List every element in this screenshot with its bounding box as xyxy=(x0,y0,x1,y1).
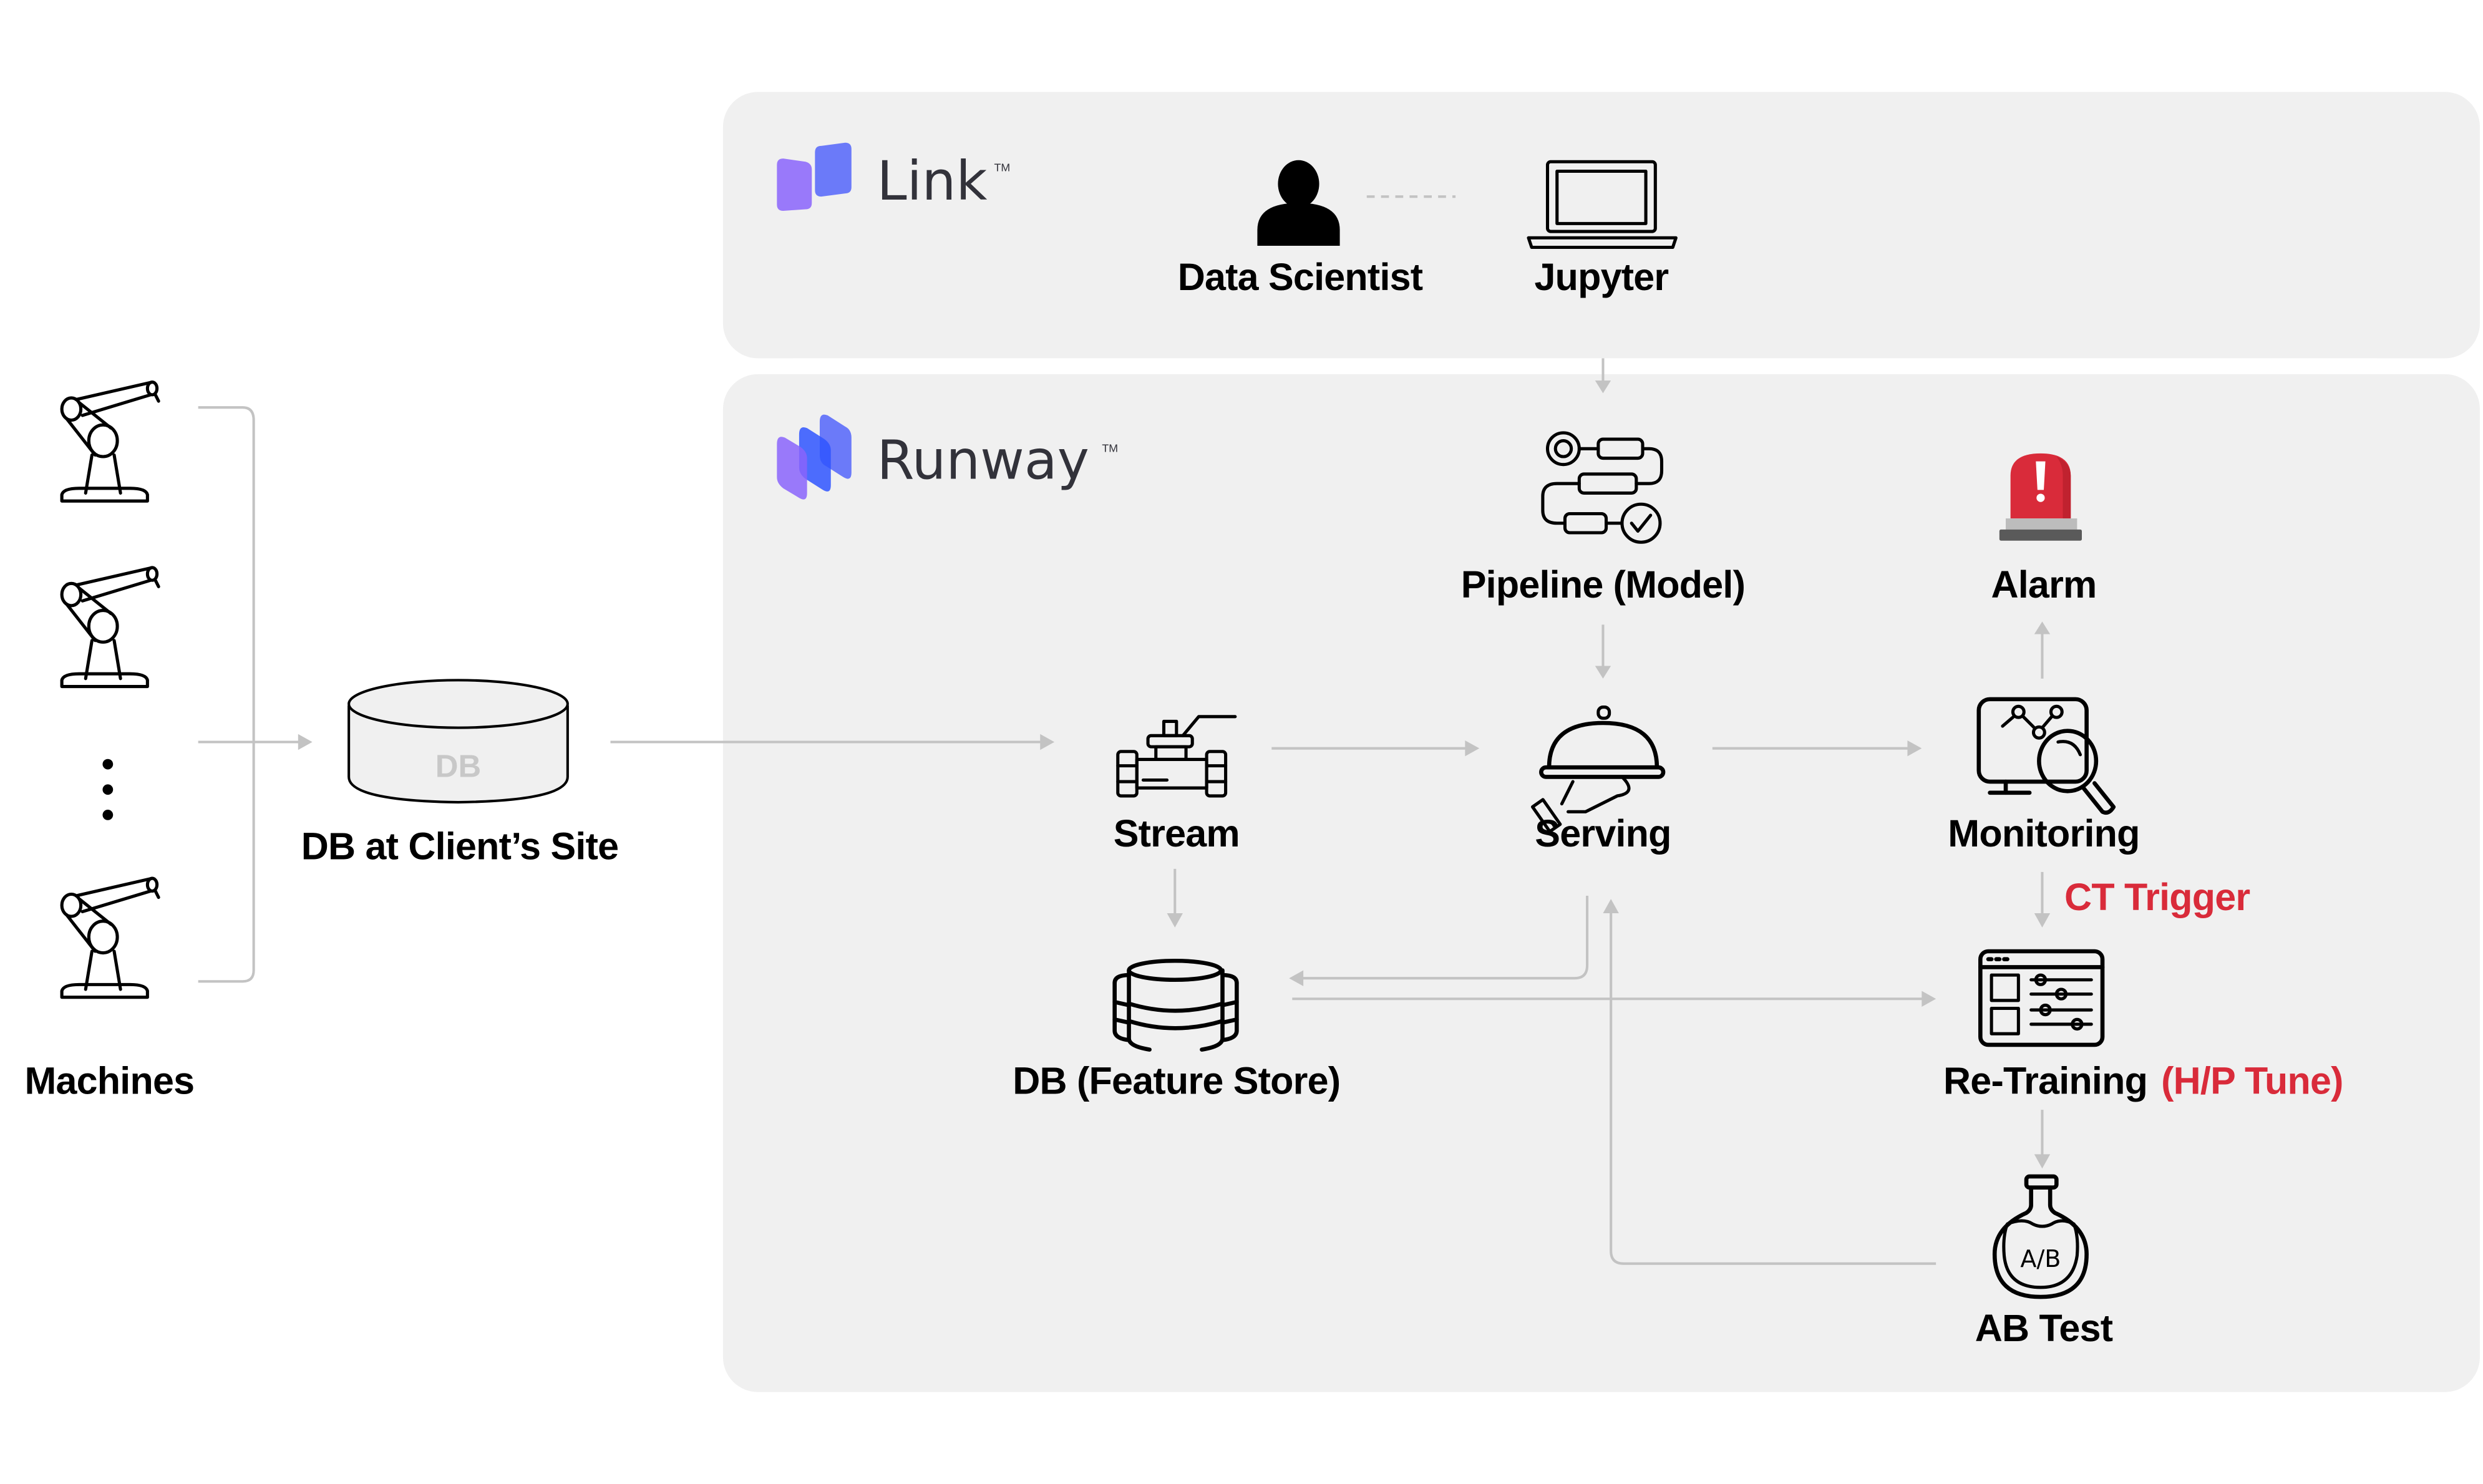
person-icon xyxy=(1257,160,1340,246)
node-alarm[interactable]: Alarm xyxy=(1991,453,2097,606)
node-retraining[interactable]: Re-Training (H/P Tune) xyxy=(1943,949,2343,1102)
connectors xyxy=(198,195,2051,1265)
laptop-icon xyxy=(1527,160,1678,250)
node-ab-test[interactable]: A/B AB Test xyxy=(1975,1174,2113,1349)
link-logo: Link TM xyxy=(777,142,1011,213)
siren-icon xyxy=(1999,453,2082,541)
machines-label: Machines xyxy=(24,1060,194,1102)
robot-arm-icon xyxy=(60,876,160,999)
feature-store-label: DB (Feature Store) xyxy=(1013,1060,1340,1102)
edge-jupyter-pipeline xyxy=(1595,358,1611,394)
runway-logo-icon xyxy=(777,414,852,500)
node-stream[interactable]: Stream xyxy=(1114,715,1240,855)
node-feature-store[interactable]: DB (Feature Store) xyxy=(1013,958,1341,1102)
runway-trademark: TM xyxy=(1102,442,1118,454)
node-machines[interactable]: Machines xyxy=(24,380,195,1102)
runway-logo: Runway TM xyxy=(777,414,1118,500)
edge-retraining-abtest xyxy=(2034,1110,2051,1169)
database-icon: DB xyxy=(347,679,569,804)
link-trademark: TM xyxy=(994,161,1011,173)
link-panel xyxy=(722,92,2480,359)
monitor-search-icon xyxy=(1976,697,2116,815)
ellipsis-icon xyxy=(102,759,114,820)
edge-serving-featurestore xyxy=(1289,896,1589,986)
edge-monitoring-alarm xyxy=(2034,621,2051,679)
pipeline-label: Pipeline (Model) xyxy=(1461,563,1745,606)
edge-featurestore-retraining xyxy=(1292,991,1936,1007)
valve-icon xyxy=(1116,715,1237,798)
client-db-label: DB at Client’s Site xyxy=(301,825,618,868)
serving-label: Serving xyxy=(1535,812,1671,855)
edge-stream-serving xyxy=(1271,740,1480,757)
flask-icon: A/B xyxy=(1992,1174,2089,1299)
edge-clientdb-stream xyxy=(610,734,1055,750)
edge-pipeline-serving xyxy=(1595,624,1611,679)
database-stack-icon xyxy=(1112,958,1239,1052)
node-jupyter[interactable]: Jupyter xyxy=(1527,160,1678,298)
stream-label: Stream xyxy=(1114,812,1240,855)
machines-bracket xyxy=(198,406,313,983)
settings-window-icon xyxy=(1978,949,2105,1047)
jupyter-label: Jupyter xyxy=(1534,256,1668,298)
runway-brand-name: Runway xyxy=(877,430,1089,492)
flask-ab-text: A/B xyxy=(2020,1245,2061,1273)
edge-monitoring-retraining xyxy=(2034,871,2051,928)
node-client-db[interactable]: DB DB at Client’s Site xyxy=(301,679,619,868)
node-serving[interactable]: Serving xyxy=(1530,706,1671,855)
alarm-label: Alarm xyxy=(1991,563,2096,606)
retraining-label: Re-Training xyxy=(1943,1060,2147,1102)
node-monitoring[interactable]: Monitoring xyxy=(1948,697,2140,855)
pipeline-icon xyxy=(1541,431,1664,544)
hp-tune-annotation: (H/P Tune) xyxy=(2161,1060,2343,1102)
link-logo-icon xyxy=(777,142,852,211)
cloche-icon xyxy=(1530,706,1666,833)
monitoring-label: Monitoring xyxy=(1948,812,2139,855)
ab-test-label: AB Test xyxy=(1975,1307,2113,1349)
node-data-scientist[interactable]: Data Scientist xyxy=(1178,160,1424,298)
node-pipeline[interactable]: Pipeline (Model) xyxy=(1461,431,1746,606)
edge-serving-monitoring xyxy=(1712,740,1922,757)
data-scientist-label: Data Scientist xyxy=(1178,256,1423,298)
edge-abtest-serving xyxy=(1603,899,1936,1265)
ct-trigger-label: CT Trigger xyxy=(2064,876,2250,918)
link-brand-name: Link xyxy=(877,150,987,213)
db-icon-text: DB xyxy=(435,748,481,783)
robot-arm-icon xyxy=(60,380,160,503)
robot-arm-icon xyxy=(60,566,160,689)
edge-stream-featurestore xyxy=(1167,868,1183,928)
